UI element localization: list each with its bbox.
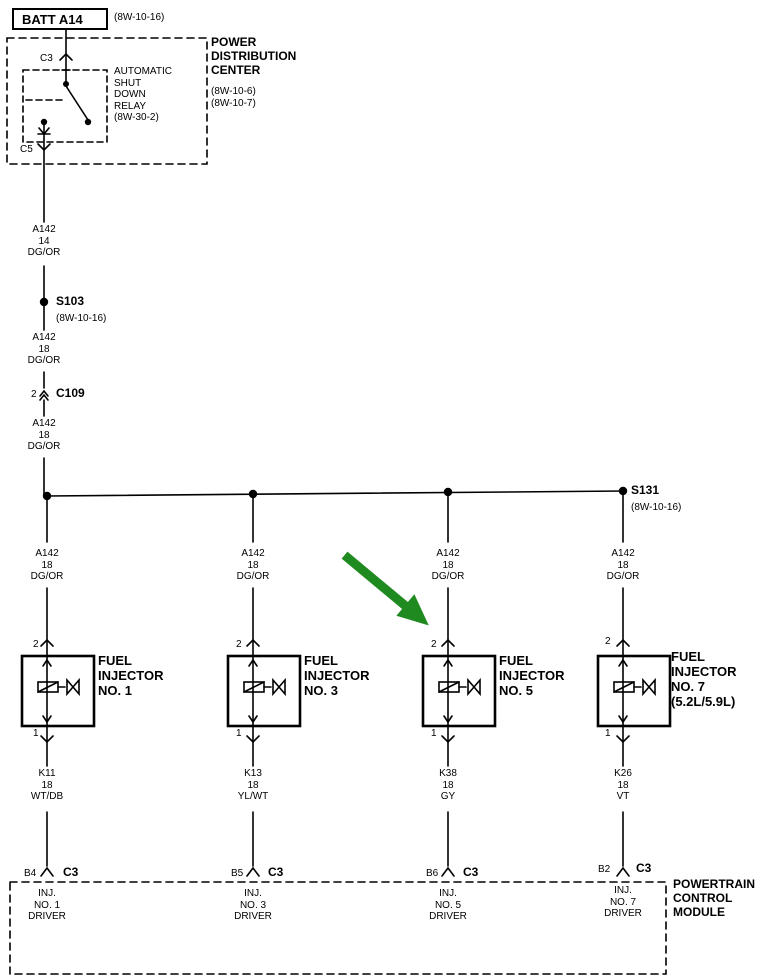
pdc-refs: (8W-10-6) (8W-10-7): [211, 86, 256, 109]
pcm-conn-7: C3: [636, 861, 652, 875]
wire-label-inj3-feed: A142 18 DG/OR: [236, 548, 270, 582]
pcm-conn-5: C3: [463, 865, 479, 879]
c109-pin: 2: [31, 389, 37, 400]
wire-label-inj3-out: K13 18 YL/WT: [237, 768, 269, 802]
injector-5-label: FUEL INJECTOR NO. 5: [499, 653, 565, 698]
inj5-pin-bottom: 1: [431, 728, 437, 739]
inj3-pin-top: 2: [236, 639, 242, 650]
pcm-cavity-b2: B2: [598, 864, 611, 875]
pcm-inj1-driver-label: INJ. NO. 1 DRIVER: [28, 888, 66, 922]
splice-s131-dot: [618, 486, 628, 496]
pdc-title: POWER DISTRIBUTION CENTER: [211, 35, 297, 77]
wire-label-inj5-feed: A142 18 DG/OR: [431, 548, 465, 582]
pcm-inj7-driver-label: INJ. NO. 7 DRIVER: [604, 885, 642, 919]
injector-3-symbol: [226, 638, 302, 877]
pcm-cavity-b5: B5: [231, 868, 244, 879]
inj7-pin-bottom: 1: [605, 728, 611, 739]
splice-bus-dot-3: [248, 489, 258, 499]
connector-c109-label: C109: [56, 386, 85, 400]
injector-5-symbol: [421, 638, 497, 877]
pcm-cavity-b6: B6: [426, 868, 439, 879]
splice-s131-label: S131: [631, 483, 660, 497]
pcm-cavity-b4: B4: [24, 868, 37, 879]
inj1-pin-bottom: 1: [33, 728, 39, 739]
splice-s103-label: S103: [56, 294, 85, 308]
battery-label: BATT A14: [22, 12, 83, 27]
pcm-inj5-driver-label: INJ. NO. 5 DRIVER: [429, 888, 467, 922]
injector-1-symbol: [20, 638, 96, 877]
pdc-outline: [6, 37, 208, 165]
battery-ref: (8W-10-16): [114, 12, 165, 23]
injector-1-label: FUEL INJECTOR NO. 1: [98, 653, 164, 698]
pdc-connector-c3: C3: [40, 53, 53, 64]
wire-label-inj5-out: K38 18 GY: [439, 768, 457, 802]
injector-7-label: FUEL INJECTOR NO. 7 (5.2L/5.9L): [671, 649, 737, 709]
wire-label-inj1-feed: A142 18 DG/OR: [30, 548, 64, 582]
pcm-inj3-driver-label: INJ. NO. 3 DRIVER: [234, 888, 272, 922]
pcm-conn-1: C3: [63, 865, 79, 879]
injector-3-label: FUEL INJECTOR NO. 3: [304, 653, 370, 698]
injector-7-symbol: [596, 638, 672, 877]
splice-bus-dot-5: [443, 487, 453, 497]
splice-s103-dot: [39, 297, 49, 307]
inj3-pin-bottom: 1: [236, 728, 242, 739]
relay-label: AUTOMATIC SHUT DOWN RELAY (8W-30-2): [114, 66, 172, 123]
highlight-arrow: [341, 551, 429, 626]
wire-label-inj7-out: K26 18 VT: [614, 768, 632, 802]
inj7-pin-top: 2: [605, 636, 611, 647]
pcm-title: POWERTRAIN CONTROL MODULE: [673, 877, 755, 919]
wire-label-c109: A142 18 DG/OR: [27, 418, 61, 452]
wire-label-main: A142 14 DG/OR: [27, 224, 61, 258]
inj5-pin-top: 2: [431, 639, 437, 650]
splice-s131-ref: (8W-10-16): [631, 502, 682, 513]
wire-label-s103: A142 18 DG/OR: [27, 332, 61, 366]
pdc-connector-c5: C5: [20, 144, 33, 155]
pcm-conn-3: C3: [268, 865, 284, 879]
inj1-pin-top: 2: [33, 639, 39, 650]
battery-box: BATT A14: [12, 8, 108, 30]
wire-label-inj1-out: K11 18 WT/DB: [30, 768, 64, 802]
relay-outline: [22, 69, 108, 143]
wire-label-inj7-feed: A142 18 DG/OR: [606, 548, 640, 582]
splice-s103-ref: (8W-10-16): [56, 313, 107, 324]
splice-bus-dot-1: [42, 491, 52, 501]
pcm-outline: [9, 881, 667, 975]
